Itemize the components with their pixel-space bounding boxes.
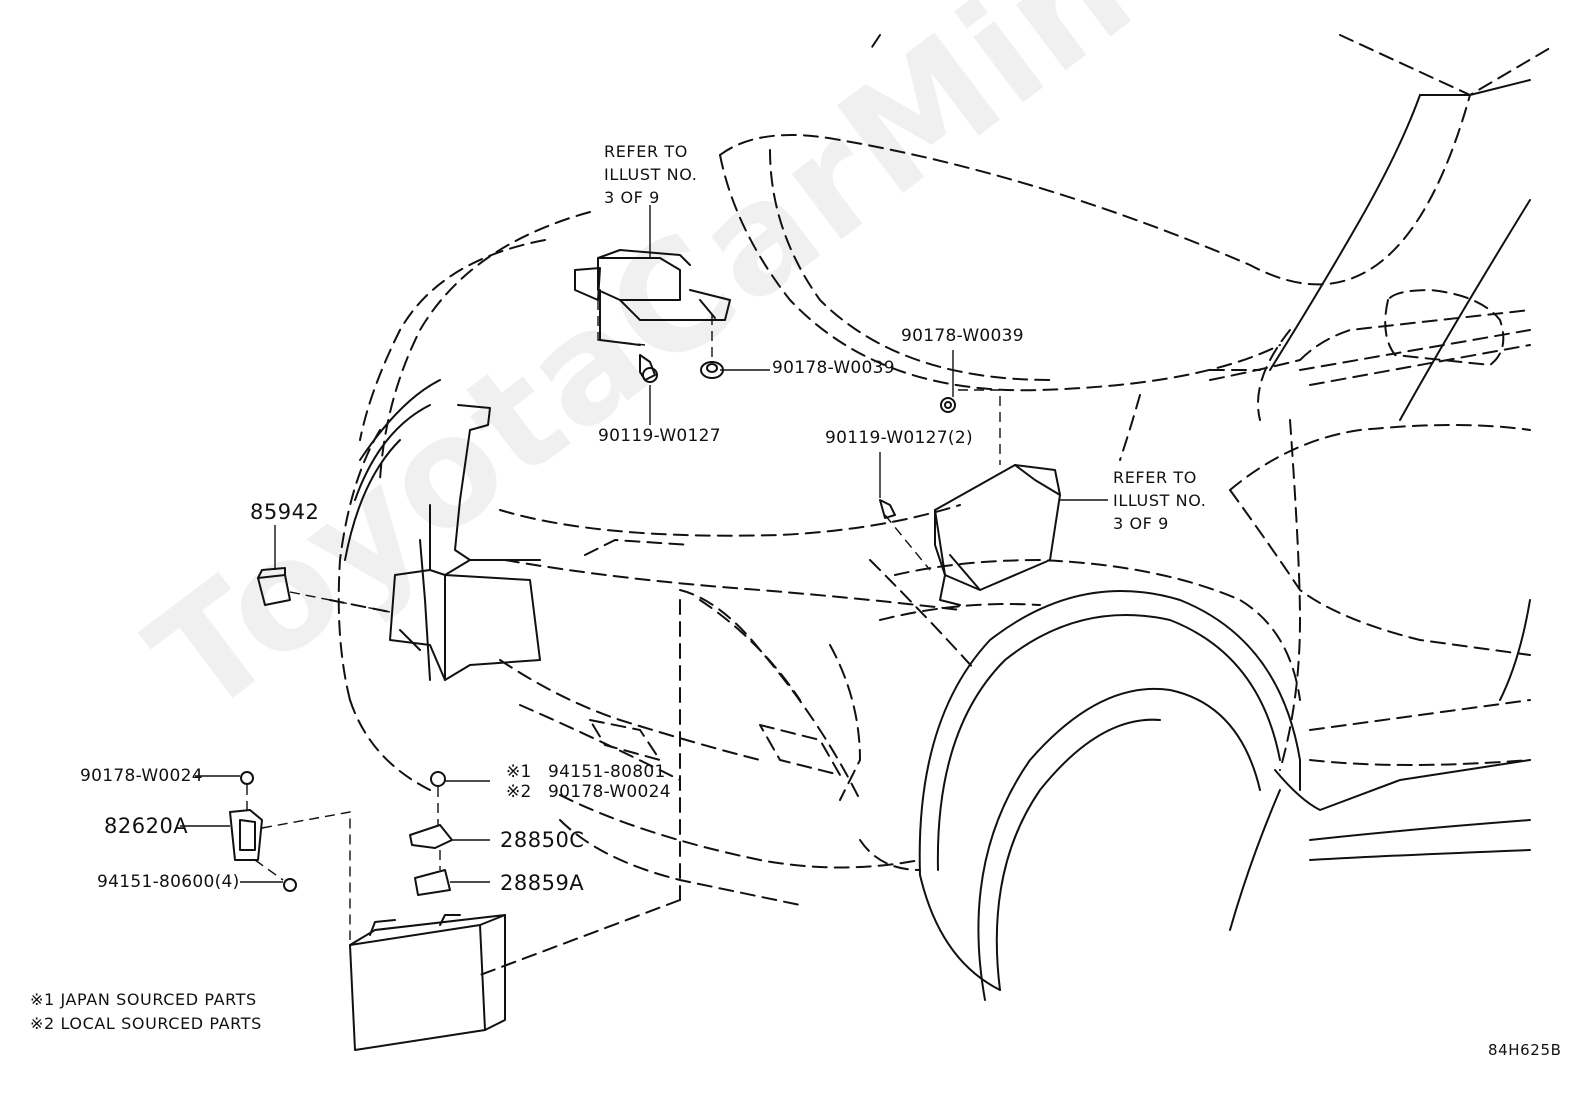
right-fasteners bbox=[879, 397, 956, 519]
upper-module bbox=[574, 249, 731, 346]
part-label-82620a[interactable]: 82620A bbox=[104, 814, 189, 838]
part-label-90178-w0039-top[interactable]: 90178-W0039 bbox=[772, 358, 895, 378]
ref-note-top-line2: ILLUST NO. bbox=[604, 165, 698, 184]
front-detail bbox=[344, 379, 441, 651]
legend-japan-sourced: ※1 JAPAN SOURCED PARTS bbox=[30, 990, 257, 1009]
part-label-90119-w0127[interactable]: 90119-W0127 bbox=[598, 426, 721, 446]
ref-note-right-line3: 3 OF 9 bbox=[1113, 514, 1169, 533]
ref-note-right: REFER TO ILLUST NO. 3 OF 9 bbox=[1113, 466, 1206, 535]
upper-fasteners bbox=[639, 354, 724, 383]
mark-2: ※2 bbox=[506, 782, 532, 802]
diagram-id: 84H625B bbox=[1488, 1041, 1562, 1059]
bracket-82620A bbox=[229, 771, 297, 892]
body-outline-dashed bbox=[329, 34, 1556, 976]
part-label-90178-w0024[interactable]: 90178-W0024 bbox=[80, 766, 203, 786]
part-label-94151-80600-4[interactable]: 94151-80600(4) bbox=[97, 872, 240, 892]
ref-note-top-line3: 3 OF 9 bbox=[604, 188, 660, 207]
part-label-28859a[interactable]: 28859A bbox=[500, 871, 585, 895]
part-label-90178-w0024-b[interactable]: 90178-W0024 bbox=[548, 782, 671, 802]
wheel-and-fender bbox=[918, 79, 1531, 1001]
junction-block bbox=[934, 464, 1061, 606]
center-parts bbox=[409, 771, 453, 896]
battery bbox=[349, 914, 506, 1051]
ref-note-top-line1: REFER TO bbox=[604, 142, 688, 161]
ref-note-right-line2: ILLUST NO. bbox=[1113, 491, 1207, 510]
dashed-connections bbox=[246, 300, 1001, 940]
ref-note-right-line1: REFER TO bbox=[1113, 468, 1197, 487]
washer-tank bbox=[389, 404, 541, 681]
mark-1: ※1 bbox=[506, 762, 532, 782]
part-label-85942[interactable]: 85942 bbox=[250, 500, 320, 524]
part-label-90119-w0127-2[interactable]: 90119-W0127(2) bbox=[825, 428, 973, 448]
part-label-28850c[interactable]: 28850C bbox=[500, 828, 585, 852]
leader-lines bbox=[180, 205, 1108, 883]
part-label-90178-w0039-right[interactable]: 90178-W0039 bbox=[901, 326, 1024, 346]
part-label-94151-80801[interactable]: 94151-80801 bbox=[548, 762, 666, 782]
legend-local-sourced: ※2 LOCAL SOURCED PARTS bbox=[30, 1014, 262, 1033]
relay-85942 bbox=[257, 567, 291, 606]
ref-note-top: REFER TO ILLUST NO. 3 OF 9 bbox=[604, 140, 697, 209]
